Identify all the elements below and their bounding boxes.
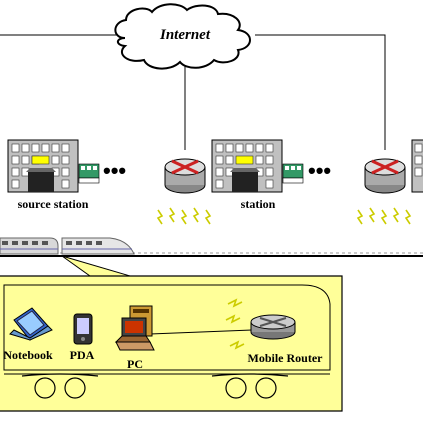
device-label-pda: PDA (70, 348, 95, 362)
wireless-signal-car (225, 298, 245, 350)
bullet-train (0, 237, 135, 255)
device-label-notebook: Notebook (3, 348, 53, 362)
cloud-label: Internet (159, 27, 211, 43)
wireless-signal-right (356, 207, 412, 225)
device-label-mobile-router: Mobile Router (248, 351, 324, 365)
station-building-partial (411, 139, 423, 193)
router-middle (164, 158, 206, 194)
green-train-1 (78, 163, 100, 184)
pc-icon (114, 305, 155, 351)
dots-1: ••• (103, 158, 126, 183)
wireless-signal-middle (156, 207, 212, 225)
car-lan-wire (149, 329, 253, 335)
dots-2: ••• (308, 158, 331, 183)
callout-pointer (61, 255, 131, 277)
backbone-wires (0, 34, 386, 150)
cloud-shape (114, 3, 251, 70)
internet-cloud: Internet (114, 3, 251, 70)
station-label-station: station (241, 197, 276, 211)
station-building (211, 139, 283, 193)
pda-icon (73, 313, 93, 345)
wheels (21, 373, 289, 399)
source-station-building (7, 139, 79, 193)
station-label-source: source station (18, 197, 89, 211)
router-icon (250, 314, 296, 340)
router-right (364, 158, 406, 194)
device-label-pc: PC (127, 357, 143, 371)
wire-right-router (255, 34, 386, 150)
train-car-interior (0, 275, 343, 412)
green-train-2 (282, 163, 304, 184)
laptop-icon (9, 307, 53, 341)
